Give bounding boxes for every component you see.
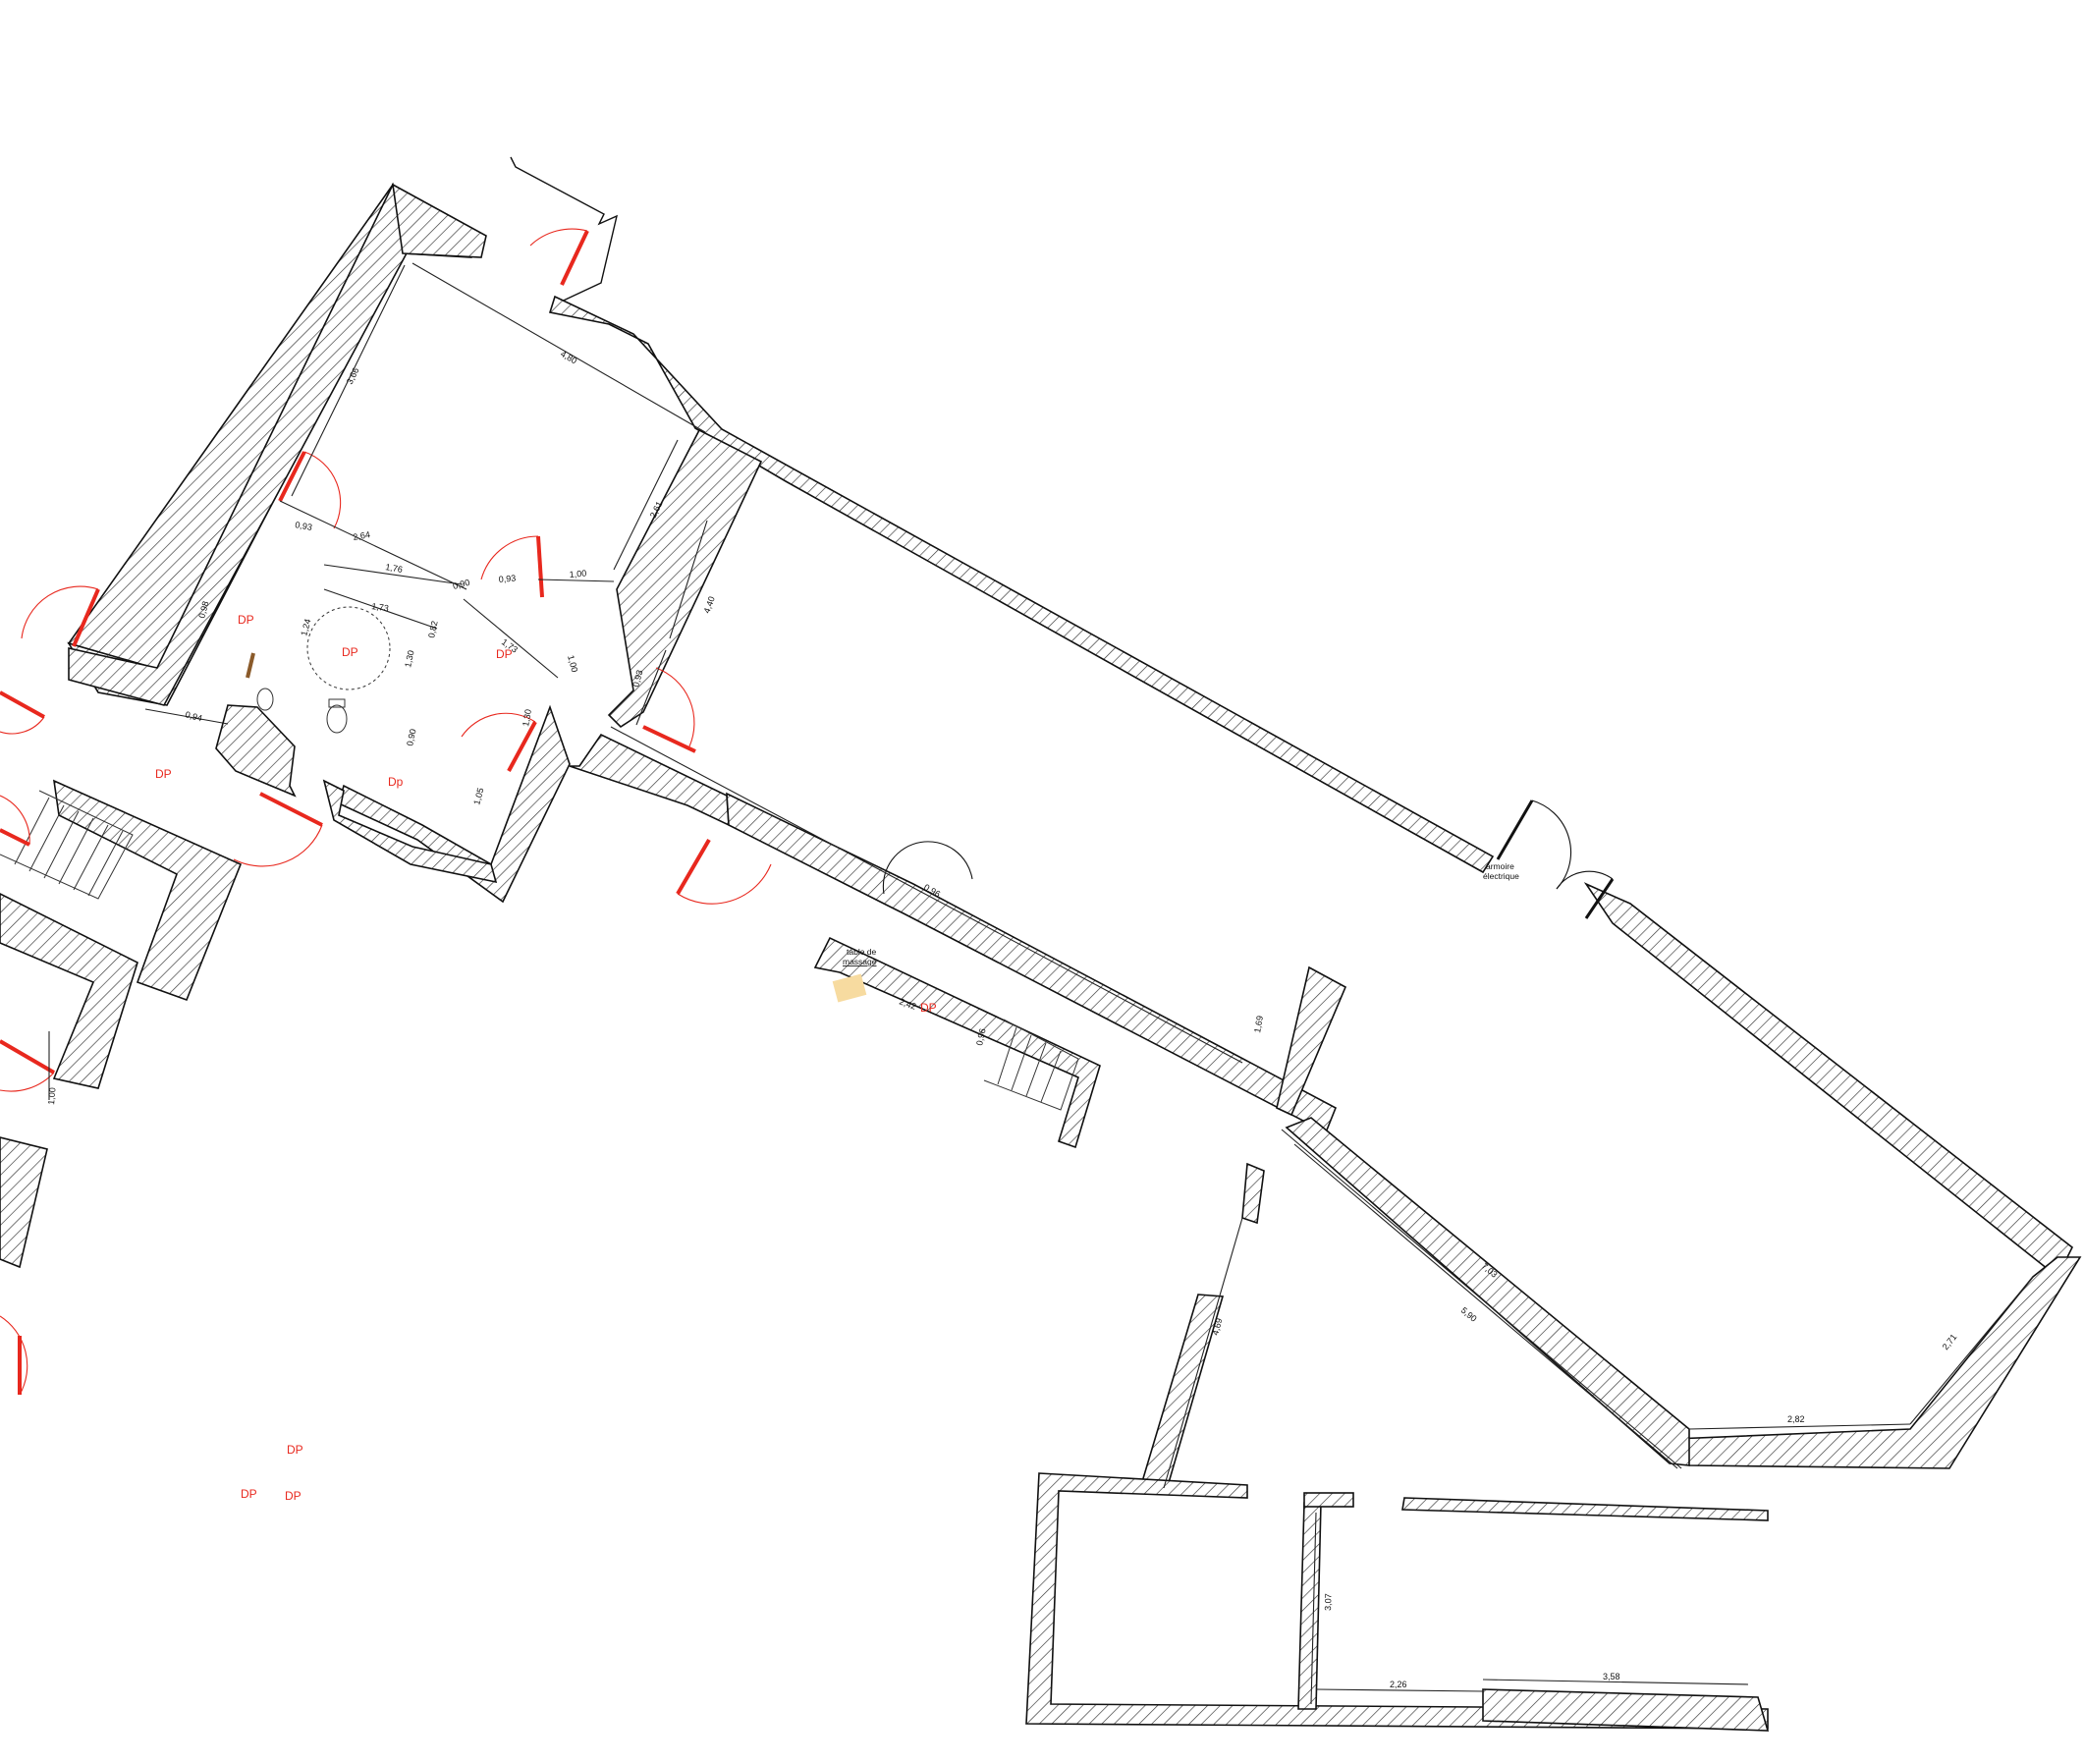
- wall-stair-room: [813, 936, 1101, 1149]
- electrique-label: électrique: [1483, 871, 1519, 881]
- wall-entrance-frame: [510, 156, 619, 305]
- wall-divider: [607, 428, 763, 729]
- wall-bottom-right: [1482, 1688, 1770, 1732]
- door-armoire: [1496, 799, 1615, 919]
- wall-right-bottom: [1673, 1256, 2082, 1469]
- dim-105: 1,05: [471, 787, 485, 806]
- door-left-mid: [0, 795, 30, 847]
- dp-label: DP: [238, 613, 254, 627]
- dp-labels: DP DP DP Dp DP DP DP DP DP: [155, 613, 937, 1503]
- dp-label: Dp: [388, 775, 404, 789]
- wall-corridor-long: [726, 792, 1338, 1134]
- wall-bottom-top-right: [1401, 1497, 1769, 1521]
- dim-130: 1,30: [403, 649, 415, 668]
- dim-100b: 1,00: [566, 654, 579, 674]
- wall-bottom-room: [1025, 1472, 1769, 1730]
- dp-label: DP: [285, 1489, 302, 1503]
- notes: armoire électrique table de massage: [843, 861, 1519, 966]
- door-wc-north: [480, 535, 544, 598]
- walls: [0, 156, 2082, 1732]
- dim-093b: 0,93: [498, 574, 516, 584]
- stair-left: [0, 790, 134, 900]
- toilet-icon: [326, 704, 348, 734]
- door-left-bottom: [0, 1315, 28, 1396]
- dim-090b: 0,90: [405, 728, 417, 746]
- grab-bar-icon: [246, 652, 255, 679]
- dim-226: 2,26: [1390, 1680, 1407, 1689]
- dp-label: DP: [342, 645, 358, 659]
- door-stair: [882, 841, 973, 895]
- door-corridor: [642, 667, 696, 753]
- wall-corridor-south: [569, 733, 730, 827]
- wall-long-north: [548, 295, 1495, 874]
- fixtures: [246, 606, 867, 1003]
- door-left-upper-b: [0, 690, 45, 735]
- dim-307: 3,07: [1323, 1593, 1334, 1611]
- dim-358: 3,58: [1603, 1672, 1620, 1681]
- dim-169: 1,69: [1252, 1015, 1265, 1033]
- wall-right-east: [1583, 882, 2074, 1279]
- table-label-2: massage: [843, 957, 877, 966]
- door-south: [676, 838, 772, 905]
- dim-093c: 0,93: [631, 669, 644, 689]
- wall-top-corner: [391, 183, 487, 258]
- dim-469: 4,69: [1210, 1317, 1224, 1337]
- dim-366: 3,66: [345, 366, 361, 386]
- dp-label: DP: [241, 1487, 257, 1501]
- dim-093a: 0,93: [295, 520, 313, 532]
- stairs: [0, 790, 1079, 1111]
- wall-bottom-cap: [1303, 1492, 1354, 1508]
- dim-100c: 1,00: [46, 1087, 57, 1105]
- dim-173: 1,73: [371, 601, 390, 613]
- wall-pillar: [1241, 1162, 1265, 1225]
- turning-circle-icon: [306, 606, 391, 690]
- massage-table-icon: [832, 973, 867, 1003]
- sink-icon: [256, 688, 274, 711]
- door-room-sw: [278, 451, 342, 529]
- wall-left-low: [0, 1136, 48, 1269]
- wall-diagonal-south: [1285, 1117, 1690, 1466]
- wall-bottom-diag: [1140, 1294, 1225, 1495]
- dim-590: 5,90: [1459, 1305, 1479, 1324]
- door-left-upper: [21, 585, 100, 647]
- wall-left-mid: [0, 893, 138, 1089]
- dim-130b: 1,30: [521, 708, 533, 727]
- dim-094: 0,94: [184, 709, 203, 723]
- dp-label: DP: [920, 1001, 937, 1015]
- dp-label: DP: [496, 647, 513, 661]
- toilet-tank-icon: [328, 698, 346, 708]
- dim-124: 1,24: [299, 618, 312, 637]
- dp-label: DP: [287, 1443, 303, 1457]
- stair-mid: [983, 1019, 1079, 1111]
- dimension-lines: [48, 262, 2034, 1705]
- dp-label: DP: [155, 767, 172, 781]
- dim-264: 2,64: [353, 529, 371, 542]
- door-entrance: [529, 228, 589, 286]
- dim-440: 4,40: [701, 595, 716, 615]
- door-wc-inner: [461, 712, 537, 772]
- dim-098: 0,98: [196, 600, 210, 620]
- dim-082: 0,82: [426, 620, 439, 638]
- wall-wc-south: [322, 779, 498, 884]
- doors: [0, 228, 1615, 1396]
- armoire-label: armoire: [1486, 861, 1514, 871]
- dim-176: 1,76: [385, 562, 404, 575]
- table-label-1: table de: [847, 947, 877, 957]
- dim-100a: 1,00: [569, 569, 586, 579]
- dim-480: 4,80: [559, 349, 578, 365]
- door-lower-left: [233, 792, 323, 867]
- dim-090: 0,90: [452, 578, 471, 591]
- wall-wc-block: [215, 704, 297, 798]
- dim-271: 2,71: [1941, 1332, 1959, 1351]
- door-left-low: [0, 1039, 56, 1092]
- wall-bottom-divider: [1297, 1502, 1322, 1710]
- dim-096b: 0,96: [974, 1027, 987, 1046]
- wall-right-corner: [1276, 965, 1347, 1117]
- dim-282: 2,82: [1787, 1414, 1805, 1424]
